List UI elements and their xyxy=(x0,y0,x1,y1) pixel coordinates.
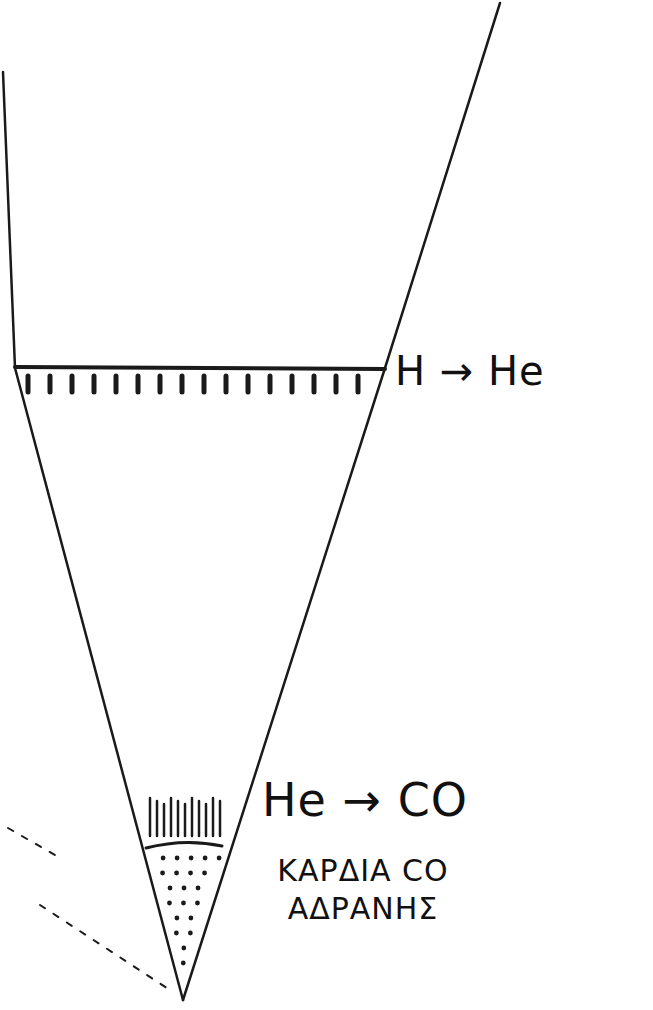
hatch-mark xyxy=(26,376,31,392)
core-dot xyxy=(188,931,193,936)
hydrogen-burning-shell xyxy=(28,376,358,392)
core-dot xyxy=(161,856,166,861)
hatch-mark xyxy=(177,801,180,836)
hatch-mark xyxy=(312,376,317,392)
core-dot xyxy=(175,856,180,861)
core-dot xyxy=(174,871,179,876)
core-dot xyxy=(202,871,207,876)
hatch-mark xyxy=(149,798,152,836)
hatch-mark xyxy=(156,801,159,836)
hatch-mark xyxy=(356,376,361,392)
hatch-mark xyxy=(224,376,229,392)
hatch-mark xyxy=(170,798,173,836)
core-dot xyxy=(195,901,200,906)
hatch-mark xyxy=(212,798,215,836)
cut-off-pointer xyxy=(8,828,170,990)
hatch-mark xyxy=(205,804,208,836)
hatch-mark xyxy=(114,376,119,392)
core-dot xyxy=(196,886,201,891)
core-dot xyxy=(181,946,186,951)
core-dot xyxy=(181,901,186,906)
hatch-mark xyxy=(268,376,273,392)
core-dot xyxy=(174,931,179,936)
core-dot xyxy=(168,886,173,891)
hatch-mark xyxy=(191,798,194,836)
core-dot xyxy=(217,856,222,861)
core-dot xyxy=(181,961,186,966)
shell-boundary xyxy=(15,367,385,369)
hatch-mark xyxy=(180,376,185,392)
core-boundary xyxy=(146,842,222,848)
core-dot xyxy=(160,871,165,876)
hatch-mark xyxy=(219,801,222,836)
hatch-mark xyxy=(184,804,187,836)
hatch-mark xyxy=(70,376,75,392)
hatch-mark xyxy=(198,801,201,836)
inert-co-core xyxy=(160,856,221,966)
helium-burning-shell xyxy=(150,798,220,836)
shell-reaction-label: He → CO xyxy=(262,772,642,830)
hatch-mark xyxy=(163,804,166,836)
hatch-mark xyxy=(158,376,163,392)
core-dot xyxy=(203,856,208,861)
core-dot xyxy=(189,856,194,861)
hatch-mark xyxy=(92,376,97,392)
shell-reaction-label: H → He xyxy=(395,346,645,396)
core-dot xyxy=(182,886,187,891)
hatch-mark xyxy=(48,376,53,392)
core-dot xyxy=(189,916,194,921)
core-label: ΚΑΡΔΙΑ CO ΑΔΡΑΝΗΣ xyxy=(228,852,498,927)
hatch-mark xyxy=(290,376,295,392)
hatch-mark xyxy=(202,376,207,392)
hatch-mark xyxy=(334,376,339,392)
cone-right-edge xyxy=(183,3,500,1000)
core-dot xyxy=(188,871,193,876)
core-dot xyxy=(175,916,180,921)
cone-left-edge xyxy=(3,72,183,1000)
hatch-mark xyxy=(136,376,141,392)
hatch-mark xyxy=(246,376,251,392)
core-dot xyxy=(167,901,172,906)
